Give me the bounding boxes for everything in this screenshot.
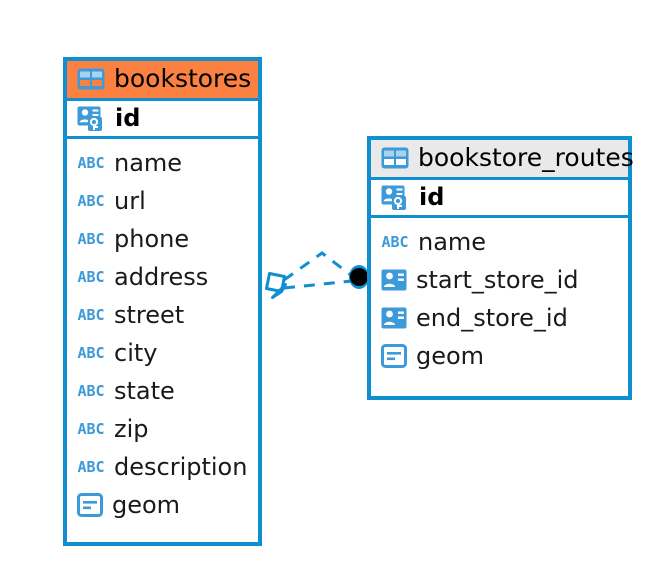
field-label: street (114, 301, 185, 330)
abc-glyph: ABC (77, 343, 105, 362)
primary-key-icon (381, 185, 411, 211)
field-row[interactable]: ABC name (77, 144, 248, 182)
field-row[interactable]: start_store_id (381, 261, 618, 299)
entity-title: bookstores (114, 64, 252, 93)
field-row[interactable]: ABC street (77, 296, 248, 334)
foreign-key-icon (381, 269, 407, 291)
table-icon (381, 147, 409, 169)
abc-icon: ABC (77, 420, 105, 438)
field-row-primary-key[interactable]: id (371, 179, 628, 219)
entity-header-bookstores[interactable]: bookstores (67, 61, 258, 101)
table-icon (77, 68, 105, 90)
field-row[interactable]: ABC city (77, 334, 248, 372)
field-row[interactable]: geom (381, 337, 618, 375)
field-row[interactable]: ABC description (77, 448, 248, 486)
filled-circle-marker (349, 265, 369, 289)
primary-key-label: id (419, 182, 445, 211)
abc-glyph: ABC (77, 191, 105, 210)
open-diamond-marker (265, 272, 287, 299)
abc-glyph: ABC (77, 229, 105, 248)
field-label: name (418, 228, 487, 257)
geometry-icon (381, 344, 407, 369)
field-row[interactable]: ABC zip (77, 410, 248, 448)
abc-glyph: ABC (77, 267, 105, 286)
field-label: address (114, 263, 209, 292)
foreign-key-icon (381, 307, 407, 329)
abc-glyph: ABC (77, 419, 105, 438)
field-label: url (114, 187, 146, 216)
field-label: geom (112, 491, 181, 520)
relationship-line-upper (283, 251, 357, 282)
field-row[interactable]: end_store_id (381, 299, 618, 337)
field-row-primary-key[interactable]: id (67, 100, 258, 140)
abc-glyph: ABC (77, 457, 105, 476)
field-row[interactable]: ABC phone (77, 220, 248, 258)
field-label: zip (114, 415, 149, 444)
field-label: name (114, 149, 183, 178)
entity-bookstores[interactable]: bookstores id (63, 57, 262, 546)
primary-key-label: id (115, 103, 141, 132)
abc-icon: ABC (77, 192, 105, 210)
abc-icon: ABC (77, 268, 105, 286)
field-label: start_store_id (416, 266, 579, 295)
field-label: description (114, 453, 248, 482)
field-row[interactable]: ABC name (381, 223, 618, 261)
field-label: city (114, 339, 158, 368)
abc-icon: ABC (77, 458, 105, 476)
field-row[interactable]: ABC url (77, 182, 248, 220)
abc-icon: ABC (381, 233, 409, 251)
field-row[interactable]: ABC state (77, 372, 248, 410)
field-list-bookstore-routes: ABC name start_store_id (371, 218, 628, 382)
field-label: end_store_id (416, 304, 568, 333)
field-row[interactable]: ABC address (77, 258, 248, 296)
field-list-bookstores: ABC name ABC url ABC phone ABC ad (67, 139, 258, 531)
field-row[interactable]: geom (77, 486, 248, 524)
entity-title: bookstore_routes (418, 143, 634, 172)
abc-glyph: ABC (77, 305, 105, 324)
field-label: geom (416, 342, 485, 371)
abc-icon: ABC (77, 344, 105, 362)
geometry-icon (77, 493, 103, 518)
abc-icon: ABC (77, 154, 105, 172)
entity-header-bookstore-routes[interactable]: bookstore_routes (371, 140, 634, 180)
abc-glyph: ABC (381, 232, 409, 251)
abc-icon: ABC (77, 382, 105, 400)
relationship-line-lower (283, 279, 353, 290)
abc-icon: ABC (77, 230, 105, 248)
primary-key-icon (77, 106, 107, 132)
field-label: state (114, 377, 175, 406)
abc-glyph: ABC (77, 153, 105, 172)
abc-glyph: ABC (77, 381, 105, 400)
abc-icon: ABC (77, 306, 105, 324)
entity-bookstore-routes[interactable]: bookstore_routes id (367, 136, 634, 400)
field-label: phone (114, 225, 190, 254)
